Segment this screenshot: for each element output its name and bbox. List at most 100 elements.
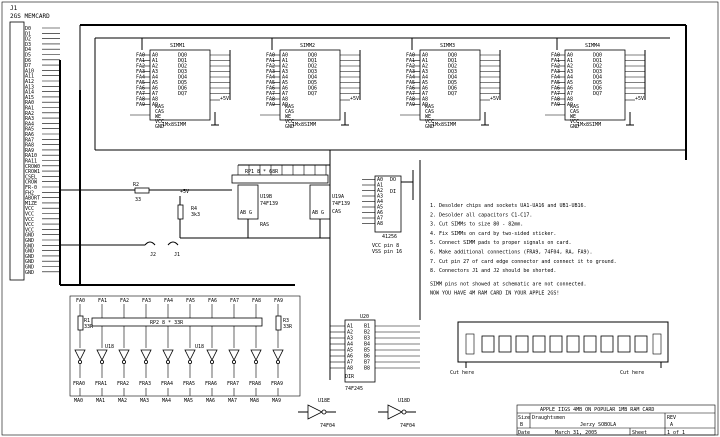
simm-dq-label: DQ5 <box>308 80 317 86</box>
tb-sheet-label: Sheet <box>632 430 647 436</box>
inverter-gate <box>184 349 196 361</box>
tb-date: March 31, 2005 <box>555 430 597 436</box>
simm-vcc: +5V <box>220 96 229 102</box>
simm-ctrl-label: GND <box>425 124 434 130</box>
inverter-bubble <box>275 359 280 364</box>
u20-ref: U20 <box>360 314 369 320</box>
inverter <box>250 349 262 378</box>
simm-a-label: A2 <box>152 64 158 70</box>
simm-a-label: A4 <box>567 75 573 81</box>
note-line: 8. Connectors J1 and J2 should be shorte… <box>430 268 556 274</box>
ma-label: MA6 <box>206 398 215 404</box>
u41256-pin-label: A3 <box>377 194 383 200</box>
simm-a-label: A3 <box>422 69 428 75</box>
memcard-pin-label: VCC <box>25 217 34 223</box>
simm-a-label: A2 <box>422 64 428 70</box>
memcard-ref: J1 <box>10 5 18 12</box>
simm-part: 1Mx8SIMM <box>162 122 186 128</box>
u18d: U18D 74F04 <box>378 398 416 429</box>
simm-dq-label: DQ2 <box>308 64 317 70</box>
simm-fa-label: FA6 <box>266 86 275 92</box>
simm-fa-label: FA0 <box>266 53 275 59</box>
ma-label: MA4 <box>162 398 171 404</box>
simm-a-label: A1 <box>282 58 288 64</box>
inverter <box>228 349 240 378</box>
fra-label: FRA9 <box>271 381 283 387</box>
simm-fa-label: FA7 <box>266 91 275 97</box>
simm-a-label: A8 <box>422 97 428 103</box>
u18d-gate <box>387 404 403 420</box>
u20-pin-b: B8 <box>364 366 370 372</box>
u20-pin-b: B7 <box>364 360 370 366</box>
tb-title: APPLE IIGS 4MB ON POPULAR 1MB RAM CARD <box>540 407 654 413</box>
u20-dir: DIR <box>345 374 355 380</box>
r3-ref: R3 <box>283 318 289 324</box>
memcard-pin-label: GND <box>25 259 34 265</box>
memcard-pin-label: GND <box>25 249 34 255</box>
j1-label: J1 <box>174 252 180 258</box>
u20-body <box>344 319 376 383</box>
simm-vcc: +5V <box>490 96 499 102</box>
simm-fa-label: FA8 <box>406 97 415 103</box>
memcard-pin-label: RA11 <box>25 159 37 165</box>
simm-a-label: A5 <box>152 80 158 86</box>
simm-fa-label: FA1 <box>266 58 275 64</box>
u41256-pin-label: A5 <box>377 205 383 211</box>
note-line: 1. Desolder chips and sockets UA1-UA16 a… <box>430 203 587 209</box>
simm-fa-label: FA7 <box>136 91 145 97</box>
inverter-bubble <box>100 359 105 364</box>
u20-pin-a: A3 <box>347 336 353 342</box>
u20-pin-a: A6 <box>347 354 353 360</box>
simm-ctrl-label: WE <box>425 114 431 120</box>
simm-dq-label: DQ0 <box>593 53 602 59</box>
u20-pin-b: B5 <box>364 348 370 354</box>
fra-label: FRA0 <box>73 381 85 387</box>
ma-label: MA3 <box>140 398 149 404</box>
simm-fa-label: FA7 <box>406 91 415 97</box>
simm-a-label: A5 <box>422 80 428 86</box>
inverter-gate <box>206 349 218 361</box>
simm-dq-label: DQ4 <box>178 75 187 81</box>
simm-fa-label: FA6 <box>406 86 415 92</box>
u20-pin-b: B6 <box>364 354 370 360</box>
rp1-label: RP1 8 * 68R <box>245 169 279 175</box>
simm-dq-label: DQ1 <box>178 58 187 64</box>
fra-label: FRA5 <box>183 381 195 387</box>
simm-label: SIMM1 <box>170 43 185 49</box>
rp1-block: RP1 8 * 68R <box>231 164 330 184</box>
simm-ctrl-label: GND <box>570 124 579 130</box>
inverter <box>206 349 218 378</box>
note-line: SIMM pins not showed at schematic are no… <box>430 281 587 287</box>
simm-a-label: A9 <box>282 102 288 108</box>
simm-dq-label: DQ2 <box>593 64 602 70</box>
memcard-pin-label: RA9 <box>25 148 34 154</box>
simm-ctrl-label: RAS <box>570 104 579 110</box>
inverter-bubble <box>209 359 214 364</box>
title-block-frame <box>516 404 716 436</box>
note-line: 5. Connect SIMM pads to proper signals o… <box>430 240 571 246</box>
simm-fa-label: FA4 <box>551 75 560 81</box>
u20-pin-a: A7 <box>347 360 353 366</box>
simm-ctrl-label: RAS <box>425 104 434 110</box>
simm-dq-label: DQ7 <box>593 91 602 97</box>
note-line: 2. Desolder all capacitors C1-C17. <box>430 212 532 218</box>
simm-fa-label: FA5 <box>551 80 560 86</box>
u20-pin-a: A2 <box>347 330 353 336</box>
simm-dq-label: DQ1 <box>448 58 457 64</box>
r4-ref: R4 <box>191 206 197 212</box>
memcard-pin-label: M1ZE <box>25 201 37 207</box>
u18d-bubble <box>401 409 407 415</box>
simm-dq-label: DQ5 <box>448 80 457 86</box>
simm-dq-label: DQ3 <box>308 69 317 75</box>
simm-fa-label: FA1 <box>406 58 415 64</box>
r4-vcc: +5V <box>180 189 189 195</box>
simm-ctrl-label: WE <box>285 114 291 120</box>
simm-a-label: A4 <box>152 75 158 81</box>
simm-fa-label: FA1 <box>551 58 560 64</box>
j1-arc <box>167 241 179 246</box>
memcard-pin-label: RA7 <box>25 137 34 143</box>
